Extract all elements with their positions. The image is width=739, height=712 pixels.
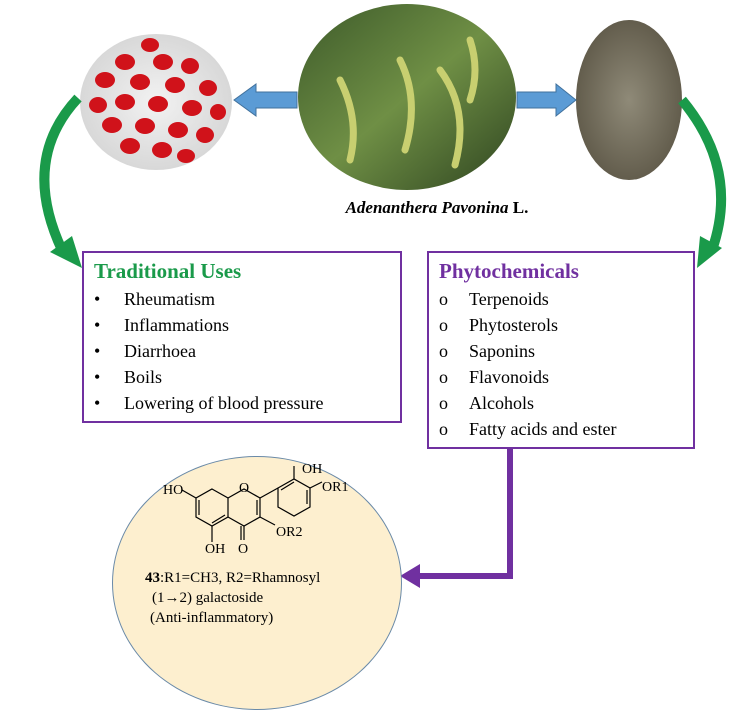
label-ho: HO xyxy=(163,483,184,498)
bullet: • xyxy=(94,315,101,335)
bullet: o xyxy=(439,315,448,335)
bark-image xyxy=(576,20,682,180)
arrow-right-icon xyxy=(516,82,577,118)
item-label: Flavonoids xyxy=(469,367,550,387)
bullet: • xyxy=(94,367,101,387)
list-item: • Boils xyxy=(94,364,390,390)
list-item: • Diarrhoea xyxy=(94,338,390,364)
list-item: o Fatty acids and ester xyxy=(439,416,683,442)
plant-author: L. xyxy=(512,198,529,217)
compound-line2: (1→2) galactoside xyxy=(152,590,264,606)
item-label: Inflammations xyxy=(124,315,229,335)
bullet: o xyxy=(439,367,448,387)
compound-activity: (Anti-inflammatory) xyxy=(150,610,274,626)
list-item: o Phytosterols xyxy=(439,312,683,338)
list-item: • Lowering of blood pressure xyxy=(94,390,390,416)
compound-substituents: :R1=CH3, R2=Rhamnosyl xyxy=(160,570,321,586)
bullet: • xyxy=(94,341,101,361)
bullet: o xyxy=(439,341,448,361)
item-label: Boils xyxy=(124,367,163,387)
label-or2: OR2 xyxy=(276,525,303,540)
bullet: o xyxy=(439,419,448,439)
item-label: Lowering of blood pressure xyxy=(124,393,324,413)
plant-name: Adenanthera Pavonina xyxy=(345,198,509,217)
item-label: Alcohols xyxy=(469,393,534,413)
list-item: o Alcohols xyxy=(439,390,683,416)
compound-number: 43 xyxy=(145,570,160,586)
bullet: o xyxy=(439,289,448,309)
item-label: Terpenoids xyxy=(469,289,549,309)
label-or1: OR1 xyxy=(322,480,349,495)
item-label: Phytosterols xyxy=(469,315,559,335)
plant-caption: Adenanthera Pavonina L. xyxy=(300,198,574,218)
arrow-left-icon xyxy=(233,83,298,117)
purple-connector-arrow-icon xyxy=(418,449,513,579)
label-o-keto: O xyxy=(238,542,249,557)
label-oh-bottom: OH xyxy=(205,542,226,557)
phytochemicals-title: Phytochemicals xyxy=(439,259,579,283)
bullet: • xyxy=(94,289,101,309)
label-o-ring: O xyxy=(239,481,250,496)
bullet: o xyxy=(439,393,448,413)
green-curved-arrow-left-icon xyxy=(39,94,82,253)
list-item: o Saponins xyxy=(439,338,683,364)
bullet: • xyxy=(94,393,101,413)
traditional-uses-title: Traditional Uses xyxy=(94,259,242,283)
seeds-image xyxy=(80,34,232,170)
compound-circle xyxy=(112,456,402,710)
list-item: • Inflammations xyxy=(94,312,390,338)
plant-image xyxy=(298,4,516,190)
green-curved-arrow-right-icon xyxy=(678,96,727,252)
label-oh-top: OH xyxy=(302,462,323,477)
list-item: o Flavonoids xyxy=(439,364,683,390)
compound-line1: 43:R1=CH3, R2=Rhamnosyl xyxy=(145,570,320,587)
item-label: Saponins xyxy=(469,341,536,361)
item-label: Rheumatism xyxy=(124,289,215,309)
item-label: Diarrhoea xyxy=(124,341,196,361)
list-item: • Rheumatism xyxy=(94,286,390,312)
chemical-structure xyxy=(181,466,323,542)
item-label: Fatty acids and ester xyxy=(469,419,617,439)
traditional-uses-box: Traditional Uses • Rheumatism • Inflammati… xyxy=(82,251,402,423)
list-item: o Terpenoids xyxy=(439,286,683,312)
